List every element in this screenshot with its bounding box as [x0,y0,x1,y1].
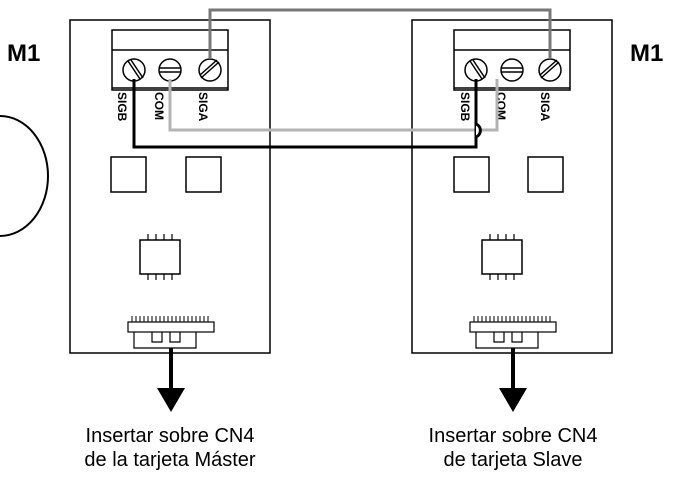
caption-slave-line2: de tarjeta Slave [443,449,583,471]
terminal-label-sigb: SIGB [115,92,129,122]
component-square [185,156,222,193]
connector-icon [469,316,557,349]
module-label-left: M1 [7,40,40,67]
module-label-right: M1 [630,40,663,67]
board-right: SIGB COM SIGA [411,19,613,412]
terminal-label-sigb: SIGB [458,92,472,122]
screw-icon [464,58,488,82]
wire-com [168,79,499,132]
screw-icon [122,58,146,82]
partial-circle [0,115,49,237]
terminal-block [453,29,571,91]
terminal-label-com: COM [152,92,166,120]
screw-icon [500,58,524,82]
terminal-label-siga: SIGA [538,92,552,122]
insert-arrow-icon [157,388,185,412]
screw-icon [538,58,562,82]
caption-master: Insertar sobre CN4 de la tarjeta Máster [30,424,310,472]
screw-icon [158,58,182,82]
caption-slave: Insertar sobre CN4 de tarjeta Slave [373,424,653,472]
chip-icon [139,234,181,280]
terminal-label-siga: SIGA [196,92,210,122]
wire-siga [208,8,552,59]
connector-icon [127,316,215,349]
component-square [527,156,564,193]
caption-slave-line1: Insertar sobre CN4 [428,425,598,447]
wire-sigb-crossover [474,79,482,139]
insert-arrow-icon [499,388,527,412]
caption-master-line2: de la tarjeta Máster [84,449,256,471]
chip-icon [481,234,523,280]
component-square [110,156,147,193]
board-left: SIGB COM SIGA [69,19,271,412]
component-square [453,156,490,193]
screw-icon [198,58,222,82]
caption-master-line1: Insertar sobre CN4 [85,425,255,447]
